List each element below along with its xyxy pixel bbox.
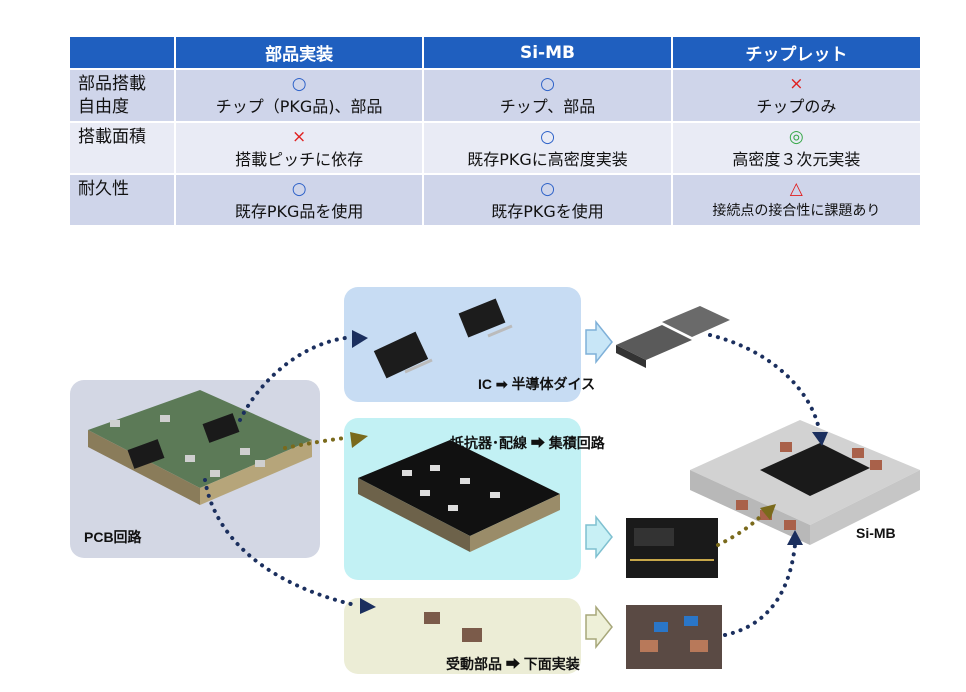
table-row: 搭載面積 × 搭載ピッチに依存 ○ 既存PKGに高密度実装 ◎ 高密度３次元実装 xyxy=(70,121,920,174)
rating-symbol: × xyxy=(789,74,804,94)
arrow-to-bottom-mount xyxy=(585,604,613,650)
table-row: 耐久性 ○ 既存PKG品を使用 ○ 既存PKGを使用 △ 接続点の接合性に課題あ… xyxy=(70,173,920,225)
row-label-text: 部品搭載 自由度 xyxy=(78,74,146,117)
row-label: 部品搭載 自由度 xyxy=(70,68,176,122)
pcb-board-image xyxy=(88,390,312,505)
cell-text: 接続点の接合性に課題あり xyxy=(712,203,881,219)
arrow-to-chip xyxy=(585,514,613,560)
table-cell: ○ 既存PKGを使用 xyxy=(423,173,673,225)
dotted-path-bottom-to-simb xyxy=(723,543,797,637)
dotted-path-chip-to-simb xyxy=(716,513,764,547)
semiconductor-die-image xyxy=(616,306,730,368)
arrow-to-die xyxy=(585,319,613,365)
table-cell: ○ 既存PKGに高密度実装 xyxy=(423,121,673,174)
table-cell: ○ 既存PKG品を使用 xyxy=(175,173,425,225)
table-row: 部品搭載 自由度 ○ チップ（PKG品)、部品 ○ チップ、部品 × チップのみ xyxy=(70,68,920,122)
table-header-row: 部品実装 Si-MB チップレット xyxy=(70,37,920,69)
rating-symbol: △ xyxy=(789,179,803,199)
si-mb-label: Si-MB xyxy=(856,525,896,541)
table-cell: × チップのみ xyxy=(671,68,920,122)
row-label-text: 耐久性 xyxy=(78,179,129,199)
pcb-label: PCB回路 xyxy=(84,529,142,545)
integrated-chip-image xyxy=(626,518,718,578)
cell-text: チップのみ xyxy=(756,97,837,116)
rating-symbol: ○ xyxy=(540,127,555,147)
dotted-path-pcb-to-resistor xyxy=(283,436,347,450)
rating-symbol: × xyxy=(292,127,307,147)
row-label-text: 搭載面積 xyxy=(78,127,146,147)
rating-symbol: ○ xyxy=(291,74,307,94)
table-cell: × 搭載ピッチに依存 xyxy=(175,121,425,174)
arrowhead-to-passive xyxy=(360,598,376,614)
rating-symbol: ○ xyxy=(291,179,307,199)
arrowhead-to-ic xyxy=(352,330,368,348)
cell-text: 高密度３次元実装 xyxy=(732,150,861,169)
cell-text: チップ、部品 xyxy=(499,97,596,116)
cell-text: 既存PKGに高密度実装 xyxy=(467,150,628,169)
comparison-table: 部品実装 Si-MB チップレット 部品搭載 自由度 ○ チップ（PKG品)、部… xyxy=(70,37,920,225)
header-chiplet: チップレット xyxy=(671,37,920,69)
dotted-path-pcb-to-passive xyxy=(203,478,357,607)
ic-chip-image xyxy=(373,298,513,379)
passive-component-image xyxy=(424,612,482,642)
arrowhead-chip-to-simb xyxy=(760,504,776,520)
ic-box xyxy=(344,287,581,402)
integrated-circuit-board-image xyxy=(358,440,560,552)
table-cell: ○ チップ（PKG品)、部品 xyxy=(175,68,425,122)
row-label: 搭載面積 xyxy=(70,121,176,174)
arrowhead-die-to-simb xyxy=(812,432,828,446)
cell-text: 搭載ピッチに依存 xyxy=(235,150,364,169)
arrowhead-to-resistor xyxy=(350,432,368,448)
rating-symbol: ○ xyxy=(540,74,555,94)
si-mb-image xyxy=(690,420,920,545)
header-component-mounting: 部品実装 xyxy=(175,37,425,69)
header-corner xyxy=(70,37,176,69)
passive-label: 受動部品 ➡ 下面実装 xyxy=(446,656,580,672)
header-si-mb: Si-MB xyxy=(423,37,673,69)
table-cell: ○ チップ、部品 xyxy=(423,68,673,122)
table-cell: △ 接続点の接合性に課題あり xyxy=(671,173,920,225)
bottom-mount-image xyxy=(626,605,722,669)
resistor-label: 抵抗器･配線 ➡ 集積回路 xyxy=(450,435,605,451)
row-label: 耐久性 xyxy=(70,173,176,225)
dotted-path-die-to-simb xyxy=(708,333,820,427)
table-cell: ◎ 高密度３次元実装 xyxy=(671,121,920,174)
ic-label: IC ➡ 半導体ダイス xyxy=(478,376,596,392)
arrowhead-bottom-to-simb xyxy=(787,530,803,545)
rating-symbol: ○ xyxy=(540,179,555,199)
cell-text: 既存PKG品を使用 xyxy=(234,202,364,221)
cell-text: 既存PKGを使用 xyxy=(491,202,604,221)
cell-text: チップ（PKG品)、部品 xyxy=(215,97,383,116)
rating-symbol: ◎ xyxy=(788,127,804,147)
dotted-path-pcb-to-ic xyxy=(238,336,347,422)
